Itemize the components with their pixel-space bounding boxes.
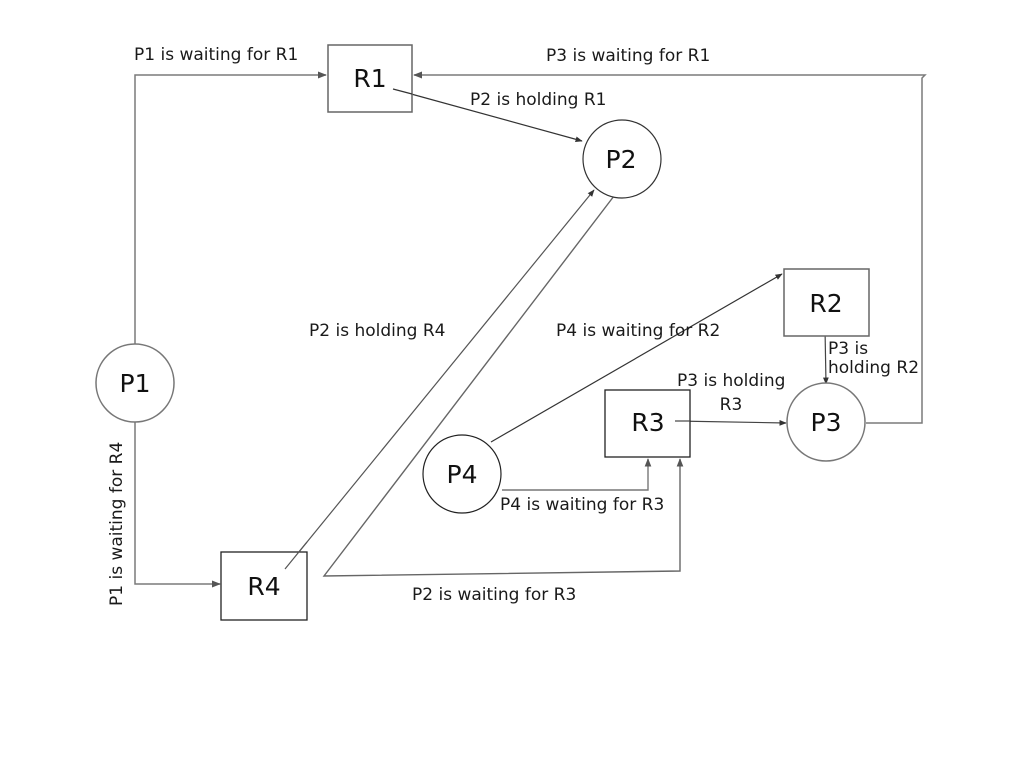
label-p2-waiting-r3: P2 is waiting for R3 [412, 585, 576, 605]
label-r3-held-by-p3-line2: R3 [720, 395, 743, 415]
label-r3-held-by-p3-line1: P3 is holding [677, 371, 785, 391]
edge-r3-held-by-p3[interactable] [674, 420, 787, 426]
edge-p1-waiting-r4[interactable] [134, 422, 221, 588]
label-r1-held-by-p2: P2 is holding R1 [470, 90, 606, 110]
process-p4-label: P4 [447, 460, 478, 489]
process-p4[interactable]: P4 [422, 434, 502, 514]
label-p4-waiting-r3: P4 is waiting for R3 [500, 495, 664, 515]
edge-p4-waiting-r3[interactable] [502, 458, 652, 491]
label-r2-held-by-p3-line1: P3 is [828, 339, 868, 359]
label-p1-waiting-r1: P1 is waiting for R1 [134, 45, 298, 65]
process-p3-label: P3 [811, 408, 842, 437]
edge-labels: P1 is waiting for R1 P3 is waiting for R… [107, 45, 919, 606]
edges [134, 71, 927, 588]
edge-p4-waiting-r2[interactable] [490, 273, 783, 443]
label-p4-waiting-r2: P4 is waiting for R2 [556, 321, 720, 341]
process-p2[interactable]: P2 [582, 119, 662, 199]
resource-r2-label: R2 [809, 289, 842, 318]
label-p1-waiting-r4: P1 is waiting for R4 [107, 442, 127, 606]
label-r2-held-by-p3-line2: holding R2 [828, 358, 919, 378]
label-p3-waiting-r1: P3 is waiting for R1 [546, 46, 710, 66]
resource-r2[interactable]: R2 [783, 268, 870, 337]
edge-p1-waiting-r1[interactable] [134, 71, 327, 345]
edge-r4-held-by-p2[interactable] [284, 189, 595, 570]
resource-r4[interactable]: R4 [220, 541, 308, 621]
process-p1[interactable]: P1 [95, 343, 175, 423]
resource-r3[interactable]: R3 [604, 389, 691, 458]
resource-r3-label: R3 [631, 408, 664, 437]
process-p3[interactable]: P3 [786, 382, 866, 462]
process-p2-label: P2 [606, 145, 637, 174]
edge-r1-held-by-p2[interactable] [392, 88, 583, 143]
resource-r4-label: R4 [247, 572, 280, 601]
resource-r1[interactable]: R1 [327, 44, 413, 113]
process-p1-label: P1 [120, 369, 151, 398]
resource-r1-label: R1 [353, 64, 386, 93]
label-r4-held-by-p2: P2 is holding R4 [309, 321, 445, 341]
edge-p2-waiting-r3[interactable] [322, 195, 684, 577]
edge-p3-waiting-r1[interactable] [413, 71, 927, 424]
edge-r2-held-by-p3[interactable] [823, 327, 829, 385]
